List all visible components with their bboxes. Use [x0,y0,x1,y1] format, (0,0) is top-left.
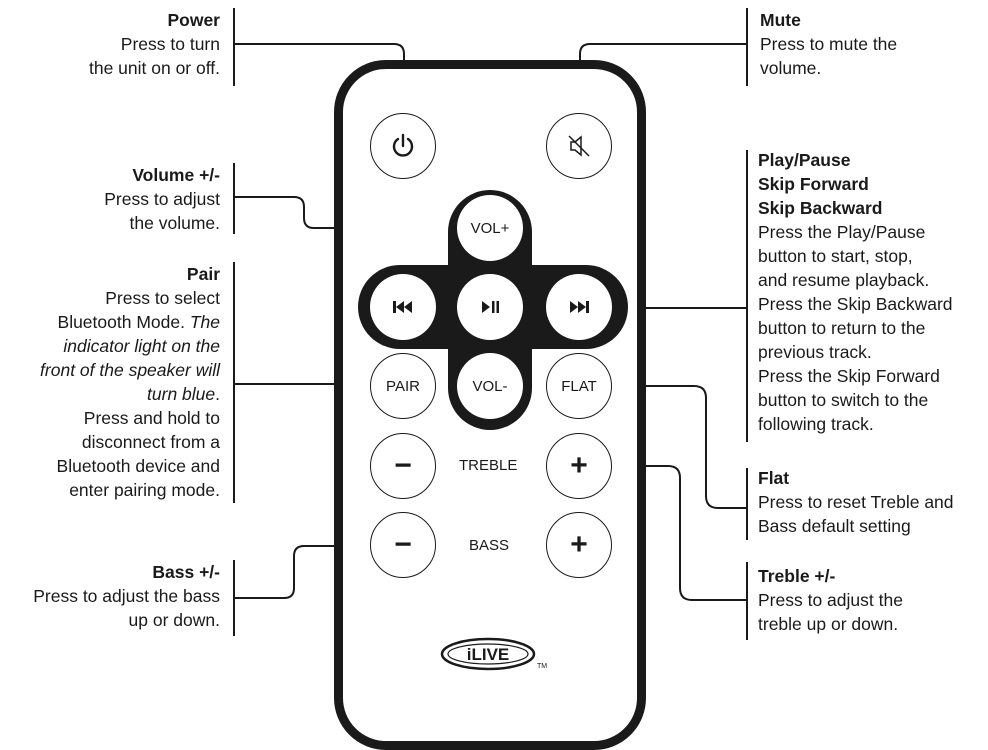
minus-icon: − [394,528,412,561]
bass-leader [234,545,361,599]
play-pause-button[interactable] [457,274,523,340]
mute-callout: Mute Press to mute the volume. [760,8,897,80]
volume-line: the volume. [129,213,220,233]
treble-leader [622,465,747,601]
flat-line: Bass default setting [758,516,911,536]
plus-icon: + [570,449,588,482]
bass-plus-button[interactable]: + [546,512,612,578]
power-line: the unit on or off. [88,58,220,78]
power-line: Press to turn [120,34,220,54]
treble-plus-button[interactable]: + [546,433,612,499]
pair-line: Press to select [105,288,220,308]
logo-text: iLIVE [467,645,510,664]
mute-line: Press to mute the [760,34,898,54]
bass-title: Bass +/- [152,562,220,582]
bass-label: BASS [469,537,510,554]
pair-button[interactable]: PAIR [370,353,436,419]
bass-line: Press to adjust the bass [33,586,220,606]
playpause-line: button to return to the [758,318,926,338]
playpause-line: button to switch to the [758,390,929,410]
treble-callout: Treble +/- Press to adjust the treble up… [758,564,903,636]
pair-italic: indicator light on the [63,336,220,356]
volume-line: Press to adjust [104,189,220,209]
skip-forward-icon [570,301,589,313]
pair-italic: turn blue [147,384,216,404]
volume-callout: Volume +/- Press to adjust the volume. [104,163,220,235]
skipbackward-title: Skip Backward [758,198,883,218]
playpause-line: previous track. [758,342,872,362]
treble-label: TREBLE [459,457,518,474]
speaker-mute-icon [568,135,590,157]
mute-leader [579,43,747,106]
power-button[interactable] [370,113,436,179]
volume-title: Volume +/- [132,165,220,185]
treble-title: Treble +/- [758,566,836,586]
pair-line: Bluetooth device and [56,456,220,476]
vol-minus-label: VOL- [472,377,508,395]
playpause-callout: Play/Pause Skip Forward Skip Backward Pr… [758,148,953,436]
vol-plus-label: VOL+ [470,219,510,237]
treble-line: treble up or down. [758,614,899,634]
plus-icon: + [570,528,588,561]
skip-forward-button[interactable] [546,274,612,340]
pair-italic: front of the speaker will [40,360,220,380]
pair-callout: Pair Press to select Bluetooth Mode. The… [40,262,220,502]
vol-minus-button[interactable]: VOL- [457,353,523,419]
volume-leader [234,196,444,229]
power-callout: Power Press to turn the unit on or off. [89,8,220,80]
pair-title: Pair [186,264,220,284]
skip-backward-button[interactable] [370,274,436,340]
pair-line: disconnect from a [81,432,220,452]
power-title: Power [167,10,220,30]
play-pause-icon [482,301,499,313]
playpause-line: Press the Skip Forward [758,366,940,386]
pair-line-b: The [184,312,220,332]
bass-line: up or down. [128,610,220,630]
mute-button[interactable] [546,113,612,179]
flat-title: Flat [758,468,790,488]
playpause-line: Press the Skip Backward [758,294,953,314]
skip-backward-icon [393,301,412,313]
flat-button[interactable]: FLAT [546,353,612,419]
pair-italic-tail: . [215,384,220,404]
playpause-line: following track. [758,414,874,434]
power-leader [234,43,405,106]
pair-line: Bluetooth Mode. The [40,310,220,334]
pair-line: enter pairing mode. [69,480,220,500]
flat-label: FLAT [561,377,597,395]
minus-icon: − [394,449,412,482]
vol-plus-button[interactable]: VOL+ [457,195,523,261]
treble-line: Press to adjust the [758,590,903,610]
flat-callout: Flat Press to reset Treble and Bass defa… [758,466,954,538]
logo-tm: TM [537,663,547,670]
ilive-logo: iLIVE TM [440,637,547,671]
pair-line: Press and hold to [83,408,220,428]
bass-minus-button[interactable]: − [370,512,436,578]
playpause-line: and resume playback. [758,270,930,290]
treble-minus-button[interactable]: − [370,433,436,499]
playpause-line: Press the Play/Pause [758,222,926,242]
pair-label: PAIR [386,377,420,395]
mute-title: Mute [760,10,801,30]
playpause-title: Play/Pause [758,150,851,170]
bass-callout: Bass +/- Press to adjust the bass up or … [33,560,220,632]
flat-leader [622,385,747,509]
pair-line-a: Bluetooth Mode. [57,312,185,332]
power-icon [392,133,414,157]
playpause-line: button to start, stop, [758,246,913,266]
mute-line: volume. [760,58,822,78]
flat-line: Press to reset Treble and [758,492,954,512]
skipforward-title: Skip Forward [758,174,869,194]
